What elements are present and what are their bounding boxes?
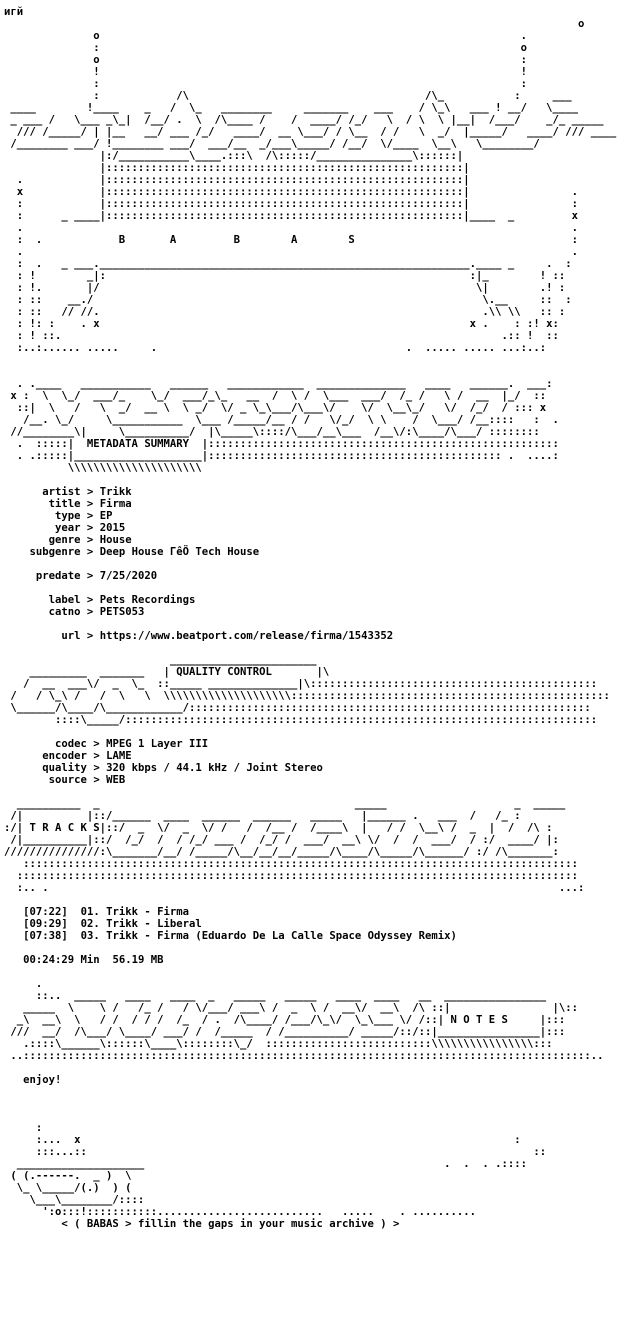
total-duration: 00:24:29 Min xyxy=(23,954,100,966)
metadata-value: EP xyxy=(99,510,113,522)
quality-value: LAME xyxy=(106,750,132,762)
metadata-key: subgenre xyxy=(29,546,81,558)
track-title: Firma xyxy=(157,906,190,918)
track-artist: Trikk xyxy=(106,930,138,942)
total-size: 56.19 MB xyxy=(112,954,164,966)
metadata-row-predate: predate > 7/25/2020 xyxy=(35,570,158,582)
spacer xyxy=(4,558,616,570)
release-url-link[interactable]: https://www.beatport.com/release/firma/1… xyxy=(99,630,394,642)
track-number: 02. xyxy=(80,918,100,930)
spacer xyxy=(4,1110,616,1122)
metadata-key: label xyxy=(48,594,81,606)
quality-key: source xyxy=(48,774,87,786)
metadata-row-catno: catno > PETS053 xyxy=(48,606,145,618)
metadata-row-artist: artist > Trikk xyxy=(42,486,132,498)
track-title: Firma (Eduardo De La Calle Space Odyssey… xyxy=(157,930,457,942)
metadata-key: genre xyxy=(48,534,81,546)
spacer xyxy=(4,1062,616,1074)
track-row: [07:38] 03. Trikk - Firma (Eduardo De La… xyxy=(23,930,457,942)
spacer xyxy=(4,474,616,486)
quality-row-encoder: encoder > LAME xyxy=(42,750,132,762)
metadata-value: 2015 xyxy=(99,522,126,534)
track-row: [09:29] 02. Trikk - Liberal xyxy=(23,918,202,930)
spacer xyxy=(4,966,616,978)
notes-text: enjoy! xyxy=(4,1074,616,1086)
footer-tagline-row: < ( BABAS > fillin the gaps in your musi… xyxy=(4,1218,616,1230)
metadata-value: Pets Recordings xyxy=(99,594,196,606)
spacer xyxy=(4,726,616,738)
track-artist: Trikk xyxy=(106,906,138,918)
spacer xyxy=(4,618,616,630)
spacer xyxy=(4,942,616,954)
metadata-row-year: year > 2015 xyxy=(55,522,126,534)
metadata-key: predate xyxy=(35,570,81,582)
metadata-value: PETS053 xyxy=(99,606,145,618)
metadata-row-subgenre: subgenre > Deep House ГêÖ Tech House xyxy=(29,546,260,558)
quality-section-header: _______________________ _________ ______… xyxy=(10,654,610,726)
quality-value: MPEG 1 Layer III xyxy=(106,738,209,750)
quality-key: codec xyxy=(55,738,87,750)
metadata-row-label: label > Pets Recordings xyxy=(48,594,196,606)
track-duration: [07:38] xyxy=(23,930,68,942)
track-number: 01. xyxy=(80,906,100,918)
quality-row-source: source > WEB xyxy=(48,774,126,786)
track-duration: [09:29] xyxy=(23,918,68,930)
tracks-section-header: __________ _ _____ _ _____ /| |::/______… xyxy=(4,798,585,894)
spacer xyxy=(4,582,616,594)
footer-art: : :... x : :::...:: :: _________________… xyxy=(10,1122,547,1218)
metadata-value: Firma xyxy=(99,498,132,510)
quality-key: quality xyxy=(42,762,87,774)
metadata-key: title xyxy=(48,498,81,510)
metadata-value: Deep House ГêÖ Tech House xyxy=(99,546,260,558)
metadata-value: Trikk xyxy=(99,486,132,498)
spacer xyxy=(4,366,616,378)
metadata-section-header: . .____ ___________ ______ ____________ … xyxy=(10,378,559,474)
corner-mark: игй xyxy=(4,6,24,18)
tracks-total: 00:24:29 Min 56.19 MB xyxy=(4,954,616,966)
spacer xyxy=(4,642,616,654)
notes-body: enjoy! xyxy=(23,1074,62,1086)
metadata-value: House xyxy=(99,534,132,546)
metadata-key: year xyxy=(55,522,81,534)
track-duration: [07:22] xyxy=(23,906,68,918)
track-artist: Trikk xyxy=(106,918,138,930)
metadata-row-type: type > EP xyxy=(55,510,113,522)
metadata-row-genre: genre > House xyxy=(48,534,132,546)
metadata-row-title: title > Firma xyxy=(48,498,132,510)
quality-value: 320 kbps / 44.1 kHz / Joint Stereo xyxy=(106,762,323,774)
spacer xyxy=(4,1098,616,1110)
spacer xyxy=(4,354,616,366)
quality-key: encoder xyxy=(42,750,87,762)
header-logo-art: o o . : o o xyxy=(10,18,617,354)
nfo-document: игй o o . : xyxy=(4,6,616,1230)
notes-section-header: . ::.. _____ ____ ____ _ _____ _____ ___… xyxy=(10,978,604,1062)
metadata-key: type xyxy=(55,510,81,522)
quality-row-quality: quality > 320 kbps / 44.1 kHz / Joint St… xyxy=(42,762,323,774)
quality-row-codec: codec > MPEG 1 Layer III xyxy=(55,738,209,750)
track-row: [07:22] 01. Trikk - Firma xyxy=(23,906,190,918)
spacer xyxy=(4,894,616,906)
footer-tagline: < ( BABAS > fillin the gaps in your musi… xyxy=(61,1218,400,1230)
spacer xyxy=(4,1086,616,1098)
spacer xyxy=(4,786,616,798)
metadata-key: artist xyxy=(42,486,81,498)
metadata-key: catno xyxy=(48,606,81,618)
track-title: Liberal xyxy=(157,918,202,930)
quality-value: WEB xyxy=(106,774,126,786)
metadata-key: url xyxy=(61,630,81,642)
metadata-value: 7/25/2020 xyxy=(99,570,158,582)
track-number: 03. xyxy=(80,930,100,942)
metadata-row-url: url > https://www.beatport.com/release/f… xyxy=(61,630,394,642)
